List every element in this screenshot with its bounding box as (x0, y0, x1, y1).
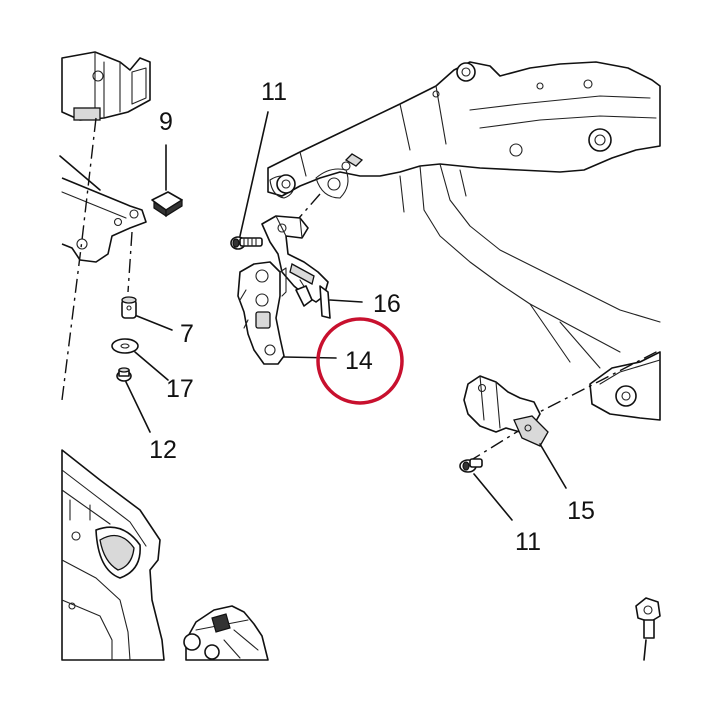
leader-14 (283, 356, 337, 359)
part-9-clip-nut (151, 191, 183, 218)
leader-11-top (239, 111, 269, 237)
subframe-structure (267, 61, 661, 421)
label-part-16: 16 (373, 290, 401, 318)
part-7-spacer (121, 296, 137, 319)
leader-17 (134, 351, 169, 381)
label-part-17: 17 (166, 375, 194, 403)
axis-bolt11-bottom (467, 429, 521, 463)
label-part-12: 12 (149, 436, 177, 464)
part-17-washer (111, 338, 139, 354)
part-14-plate (237, 261, 287, 365)
part-16-bracket (261, 215, 331, 319)
leader-11-bottom (473, 473, 513, 521)
lower-center-component (183, 605, 269, 661)
lower-left-housing (61, 449, 165, 661)
label-part-9: 9 (159, 108, 173, 136)
leader-12 (125, 381, 151, 433)
highlight-ring (316, 317, 404, 405)
label-part-11-bottom: 11 (515, 528, 541, 556)
mounting-bracket-top-left (59, 51, 151, 263)
label-part-15: 15 (567, 497, 595, 525)
leader-7 (136, 315, 173, 331)
part-12-screw (116, 367, 132, 382)
axis-part7 (127, 231, 133, 293)
label-part-14: 14 (345, 347, 373, 375)
part-11-bolt-top (230, 236, 263, 250)
part-11-bolt-bottom (459, 458, 483, 473)
part-15-bracket (463, 375, 549, 447)
label-part-11-top: 11 (261, 78, 287, 106)
label-part-7: 7 (180, 320, 194, 348)
axis-left-bracket (61, 117, 97, 401)
axis-bracket15 (523, 349, 661, 421)
leader-16 (329, 299, 363, 303)
leader-15 (539, 443, 567, 489)
bottom-right-bolt (635, 597, 661, 661)
